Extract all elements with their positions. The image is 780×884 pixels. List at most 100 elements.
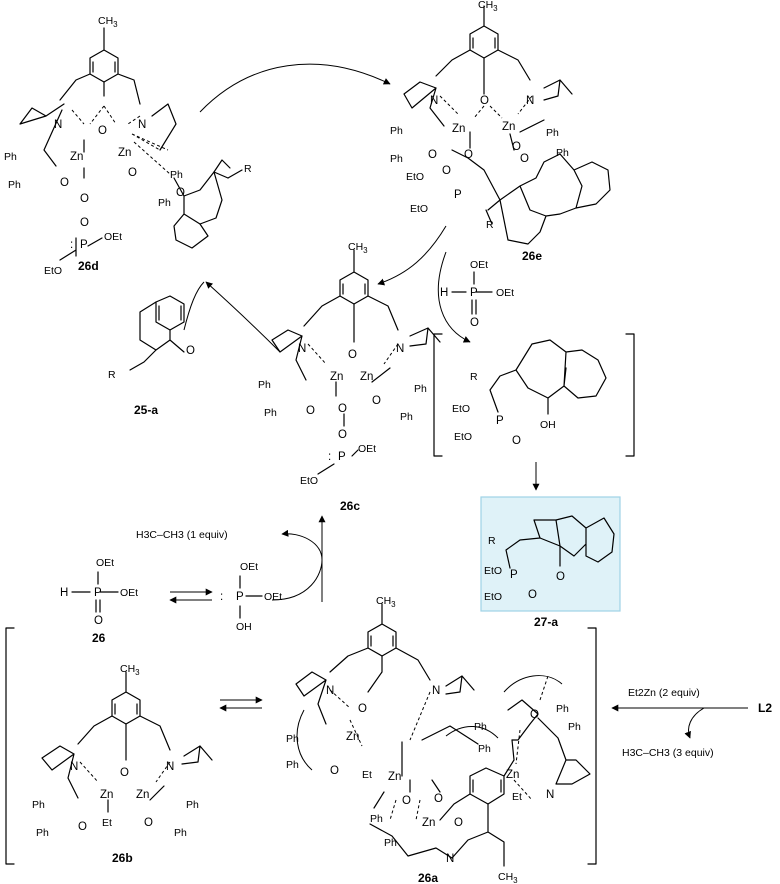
r: R (470, 371, 478, 383)
ph: Ph (286, 759, 299, 771)
o: O (144, 817, 153, 829)
o: O (80, 193, 89, 205)
ph: Ph (400, 411, 413, 423)
carbonyl-o: O (186, 345, 195, 357)
eto: EtO (454, 431, 472, 443)
zn: Zn (422, 817, 435, 829)
zn-left: Zn (70, 151, 83, 163)
ph: Ph (556, 147, 569, 159)
o: O (306, 405, 315, 417)
ch3-label: CH3 (348, 241, 368, 255)
eto: EtO (300, 475, 318, 487)
zn-right: Zn (118, 147, 131, 159)
o: O (530, 709, 539, 721)
zn: Zn (346, 731, 359, 743)
reagents-left-middle: H3C–CH3 (1 equiv) OEt H P OEt O 26 OEt :… (60, 529, 282, 645)
arrow-26e-to-enol (437, 251, 471, 343)
o: O (464, 149, 473, 161)
n: N (432, 685, 440, 697)
zn-right: Zn (136, 789, 149, 801)
bridging-o: O (120, 767, 129, 779)
zn-right: Zn (502, 121, 515, 133)
o: O (454, 817, 463, 829)
o: O (520, 153, 529, 165)
carbonyl-o: O (556, 571, 565, 583)
ph: Ph (568, 721, 581, 733)
cycle-arrows (183, 63, 540, 602)
ph: Ph (478, 743, 491, 755)
o: O (358, 703, 367, 715)
arrow-25a-join (183, 281, 205, 331)
ligand-activation: L2 Et2Zn (2 equiv) H3C–CH3 (3 equiv) (611, 687, 772, 759)
o: O (528, 589, 537, 601)
o: O (470, 317, 479, 329)
ethane-3-equiv: H3C–CH3 (3 equiv) (622, 747, 714, 759)
substrate-25a: O R 25-a (108, 295, 195, 417)
label-l2: L2 (758, 701, 772, 715)
ethane-1-equiv: H3C–CH3 (1 equiv) (136, 529, 228, 541)
o: O (372, 395, 381, 407)
n-right: N (138, 119, 146, 131)
o: O (338, 429, 347, 441)
ch3-label: CH3 (478, 0, 498, 13)
complex-26b: CH3 O N N Zn Zn Ph Ph O Et O Ph Ph 26b (5, 627, 263, 865)
o: O (78, 821, 87, 833)
o: O (80, 217, 89, 229)
label-25a: 25-a (134, 403, 158, 417)
ph: Ph (8, 179, 21, 191)
p: P (80, 239, 88, 251)
oet: OEt (496, 287, 514, 299)
bridging-o: O (348, 349, 357, 361)
p: P (338, 451, 346, 463)
oet: OEt (96, 557, 114, 569)
p: P (94, 587, 102, 599)
arrow-26e-to-26c (377, 225, 447, 286)
n-left: N (54, 119, 62, 131)
complex-26c: CH3 O N N Zn Zn Ph Ph O O Ph Ph O O : P … (258, 241, 441, 513)
r: R (108, 369, 116, 381)
complex-26e: CH3 O N N Zn Zn Ph Ph O Ph Ph O O O O P … (390, 0, 611, 263)
ph: Ph (370, 813, 383, 825)
ph: Ph (474, 721, 487, 733)
arrow-26d-to-26e (199, 63, 391, 113)
oet: OEt (120, 587, 138, 599)
bridging-o: O (98, 125, 107, 137)
label-26d: 26d (78, 259, 99, 273)
et: Et (362, 769, 372, 781)
arrow-ethane-out (271, 529, 323, 601)
n: N (546, 789, 554, 801)
o: O (338, 403, 347, 415)
o: O (128, 167, 137, 179)
ph: Ph (384, 837, 397, 849)
o: O (428, 149, 437, 161)
ph: Ph (556, 703, 569, 715)
label-26: 26 (92, 631, 106, 645)
bridging-o: O (480, 95, 489, 107)
enone-o: O (176, 187, 185, 199)
diethylzinc-reagent: Et2Zn (2 equiv) (628, 687, 700, 699)
complex-26a: CH3 O N N Zn Ph Ph O Ph Ph Et Zn O O Zn … (286, 595, 597, 884)
eto: EtO (484, 591, 502, 603)
complex-26d: CH3 O N N Zn Zn Ph Ph O O O : P OEt EtO … (4, 15, 252, 277)
ch3-label: CH3 (98, 15, 118, 29)
o: O (512, 435, 521, 447)
o: O (402, 795, 411, 807)
p: P (470, 287, 478, 299)
ph: Ph (546, 127, 559, 139)
lone-pair: : (70, 239, 73, 251)
ph: Ph (390, 125, 403, 137)
product-27a: R EtO P EtO O O 27-a (484, 515, 615, 629)
et: Et (102, 817, 112, 829)
ph: Ph (286, 733, 299, 745)
p: P (454, 189, 462, 201)
n-right: N (526, 95, 534, 107)
ph: Ph (32, 799, 45, 811)
zn-right: Zn (360, 371, 373, 383)
n-right: N (166, 761, 174, 773)
lone-pair: : (328, 451, 331, 463)
lone-pair: : (220, 591, 223, 603)
ph: Ph (170, 169, 183, 181)
label-26b: 26b (112, 851, 133, 865)
